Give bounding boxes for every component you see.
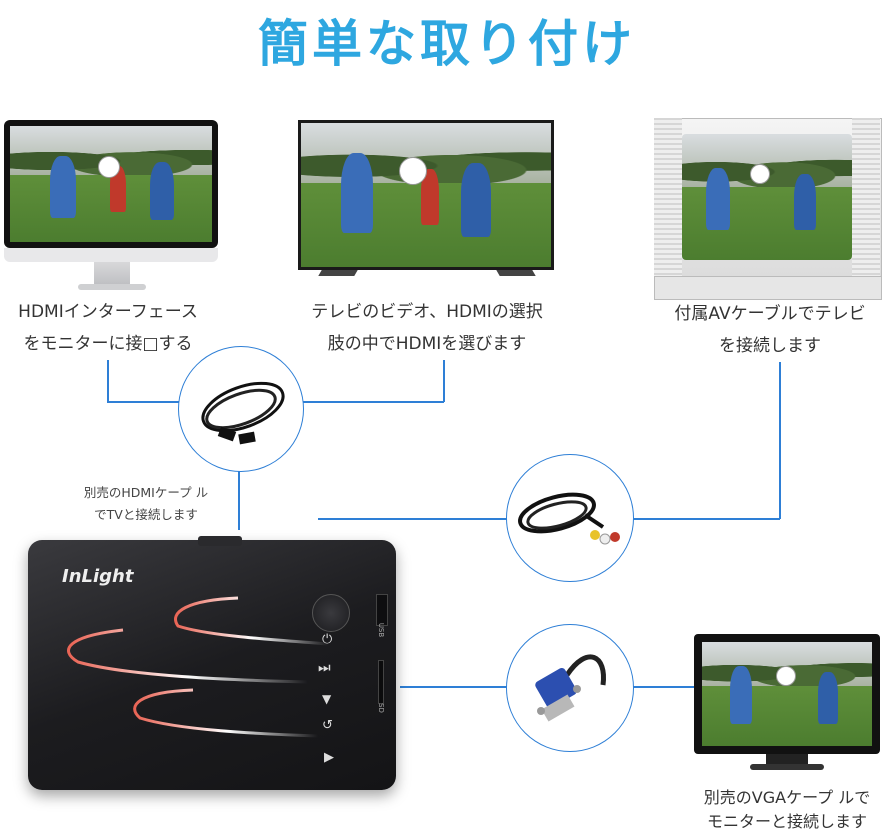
hdmi-cable-circle [178, 346, 304, 472]
vga-caption-line2: モニターと接続します [706, 812, 867, 831]
monitor-top-left [4, 120, 218, 300]
connector-line [238, 470, 240, 530]
av-cable-circle [506, 454, 634, 582]
monitor-bottom-right [694, 634, 880, 776]
vga-caption-line1: 別売のVGAケープ ルで [703, 788, 871, 807]
hdmi-cable-icon [201, 381, 285, 445]
light-swoosh-decoration [67, 596, 329, 738]
connector-line [779, 362, 781, 519]
monitor-caption-line1: HDMIインターフェース [18, 302, 198, 322]
brand-logo: InLight [62, 566, 134, 587]
connector-line [632, 518, 780, 520]
tv-caption-line1: テレビのビデオ、HDMIの選択 [311, 302, 543, 322]
av-cable-icon [518, 492, 620, 545]
connector-line [107, 360, 109, 402]
return-button[interactable]: ↺ [322, 718, 333, 733]
hdmi-port [198, 536, 242, 546]
tv-top-middle [298, 120, 554, 282]
connector-line [443, 360, 445, 402]
connector-line [632, 686, 694, 688]
power-icon: ⏻ [322, 632, 333, 647]
usb-port [376, 594, 388, 626]
vga-cable-circle [506, 624, 634, 752]
connector-line [107, 401, 182, 403]
hdmi-note-line2: でTVと接続します [94, 507, 198, 522]
crt-tv-top-right [654, 118, 882, 300]
tv-caption-line2: 肢の中でHDMIを選びます [327, 334, 527, 354]
connector-line [300, 401, 444, 403]
monitor-caption-line2: をモニターに接□する [23, 334, 193, 354]
connector-line [400, 686, 508, 688]
eject-button[interactable]: ▼ [322, 692, 332, 706]
connector-line [318, 518, 508, 520]
play-button[interactable]: ▶ [324, 750, 334, 765]
crt-caption-line2: を接続します [719, 336, 821, 356]
crt-caption-line1: 付属AVケーブルでテレビ [674, 304, 866, 324]
page-title: 簡単な取り付け [258, 15, 636, 73]
vga-cable-icon [535, 654, 606, 722]
next-track-button[interactable]: ⏭ [318, 660, 331, 676]
power-button[interactable] [312, 594, 350, 632]
sd-label: SD [376, 703, 385, 713]
usb-label: USB [377, 622, 386, 638]
sd-slot [378, 660, 384, 704]
hdmi-note-line1: 別売のHDMIケープ ル [83, 485, 209, 500]
